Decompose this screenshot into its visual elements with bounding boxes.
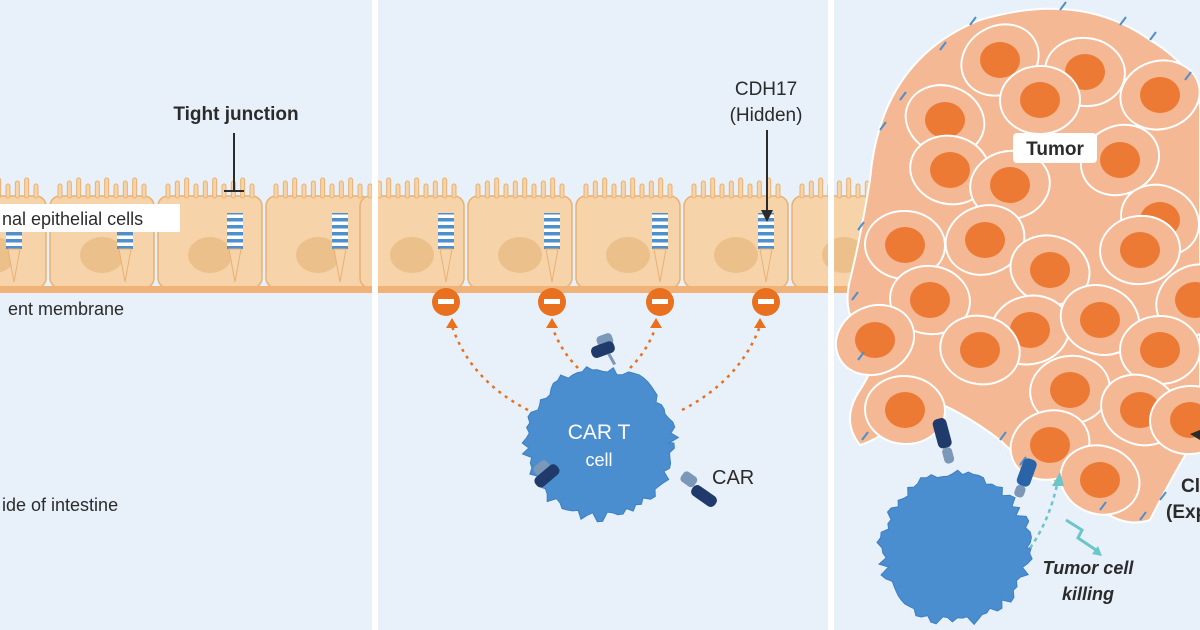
binding-arrow (629, 325, 658, 369)
cdh17-expressed-tick (857, 351, 865, 361)
cdh17-marker-icon (752, 288, 780, 316)
cdh17-expressed-tick (1059, 1, 1067, 11)
binding-arrow (550, 325, 579, 369)
car-label: CAR (712, 467, 754, 489)
cdh17-hidden-label: (Hidden) (730, 105, 803, 126)
tumor-killing-label-2: killing (1062, 584, 1114, 604)
tumor-cell-icon (1149, 384, 1200, 456)
cdh17-markers (432, 288, 780, 316)
basement-membrane (0, 286, 862, 293)
car-receptor-icon (533, 333, 717, 508)
car-t-cell-attacking-icon (876, 418, 1037, 626)
killing-arrow-icon (1028, 472, 1102, 556)
cdh17-marker-icon (646, 288, 674, 316)
tumor-cell-icon (1059, 444, 1141, 516)
tumor-cell-icon (999, 64, 1081, 136)
cdh17-hidden-pointer (761, 130, 773, 222)
tight-junction-icon (652, 213, 668, 283)
binding-arrow (681, 325, 762, 412)
tight-junction-pointer (224, 133, 244, 192)
panel-divider-1 (372, 0, 378, 630)
nucleus (714, 237, 758, 273)
tumor-cell-icon (1119, 314, 1200, 386)
tight-junction-label: Tight junction (173, 104, 298, 125)
tumor-cell-icon (939, 314, 1021, 386)
epithelial-cell (467, 177, 573, 289)
cdh17-expressed-tick (1139, 511, 1147, 521)
arrow-head (754, 318, 766, 328)
nucleus (80, 237, 124, 273)
cdh17-expressed-tick (861, 431, 869, 441)
cdh17-expressed-tick (969, 16, 977, 26)
nucleus (606, 237, 650, 273)
panel-divider-2 (828, 0, 834, 630)
cdh17-expressed-tick (851, 291, 859, 301)
cdh17-marker-icon (432, 288, 460, 316)
cdh17-expressed-tick (1019, 456, 1027, 466)
tumor-killing-label: Tumor cell (1043, 558, 1135, 578)
car-t-cell-label: cell (585, 450, 612, 470)
arrow-head (650, 318, 662, 328)
cdh17-expressed-tick (1099, 501, 1107, 511)
tumor-label-bg (1013, 133, 1097, 163)
tumor-cell-icon (1099, 214, 1181, 286)
tumor-cell-icon (889, 264, 971, 336)
cdh17-exposed-label-2: (Exp (1166, 502, 1200, 523)
tumor-cell-icon (1119, 59, 1200, 131)
basement-membrane-label: ent membrane (8, 299, 124, 319)
tumor-cell-icon (1059, 284, 1141, 356)
intestine-side-label: ide of intestine (2, 495, 118, 515)
cdh17-expressed-tick (1119, 16, 1127, 26)
tumor-cell-icon (864, 209, 946, 281)
tumor-cell-icon (1009, 234, 1091, 306)
arrow-head (446, 318, 458, 328)
nucleus (498, 237, 542, 273)
tumor-cell-icon (944, 204, 1026, 276)
nucleus (390, 237, 434, 273)
tumor-mass (834, 1, 1200, 524)
nucleus (188, 237, 232, 273)
nucleus (296, 237, 340, 273)
car-t-cell-icon (521, 366, 680, 523)
panel-1-background (0, 0, 372, 630)
tight-junction-icon (332, 213, 348, 283)
cdh17-expressed-tick (999, 431, 1007, 441)
arrow-head (546, 318, 558, 328)
epithelial-cells-label: nal epithelial cells (2, 209, 143, 229)
tight-junction-icon (438, 213, 454, 283)
cdh17-expressed-tick (1184, 71, 1192, 81)
cdh17-expressed-tick (857, 221, 865, 231)
tumor-cell-icon (904, 84, 986, 156)
cdh17-expressed-tick (899, 91, 907, 101)
tight-junction-icon (544, 213, 560, 283)
tumor-cell-icon (864, 374, 946, 446)
tight-junction-icon (227, 213, 243, 283)
binding-arrow (450, 325, 529, 412)
panel-2-background (378, 0, 828, 630)
cdh17-expressed-tick (1159, 491, 1167, 501)
epithelial-label-bg (0, 204, 180, 232)
cdh17-expressed-tick (1149, 31, 1157, 41)
cdh17-expressed-tick (939, 41, 947, 51)
tumor-label: Tumor (1026, 139, 1084, 160)
cdh17-exposed-pointer (1190, 430, 1200, 440)
car-t-label: CAR T (568, 421, 631, 444)
cdh17-marker-icon (538, 288, 566, 316)
tumor-cell-icon (969, 149, 1051, 221)
cdh17-expressed-tick (879, 121, 887, 131)
cdh17-exposed-label: Cl (1181, 476, 1200, 497)
tight-junction-icon (758, 213, 774, 283)
car-t-binding-arrows (446, 318, 766, 412)
cdh17-label: CDH17 (735, 79, 797, 100)
tumor-cell-icon (834, 303, 916, 377)
